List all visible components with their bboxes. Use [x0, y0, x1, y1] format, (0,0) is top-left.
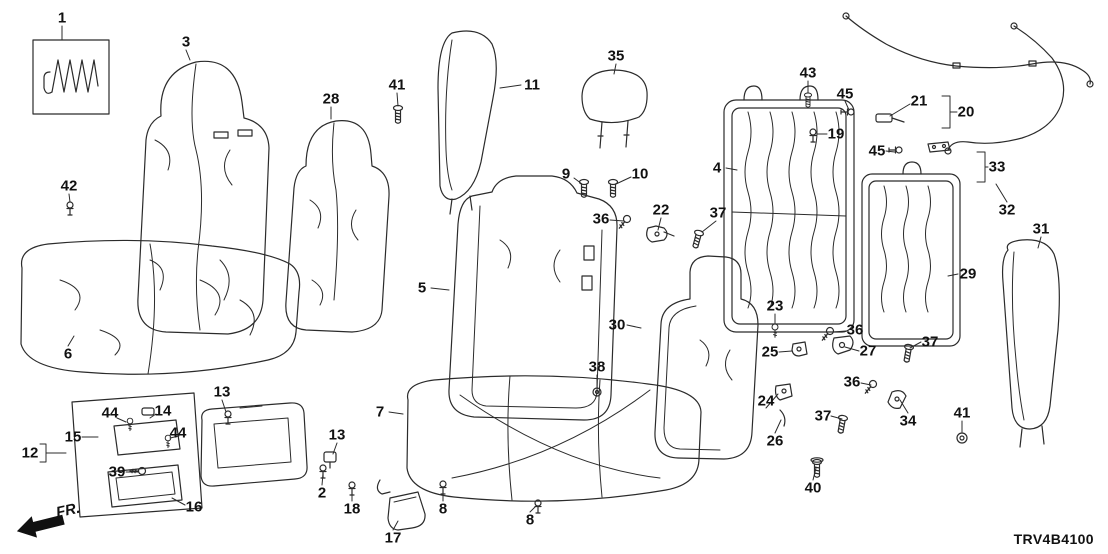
frame-left-art: [723, 85, 855, 333]
diagram-code: TRV4B4100: [1013, 531, 1094, 547]
cushion-art: [20, 239, 301, 375]
side-pad-right-art: [1001, 239, 1060, 448]
cables-art: [842, 12, 1094, 155]
cushion-pad-art: [406, 375, 702, 502]
cover-art: [200, 402, 308, 487]
side-pad-left-art: [437, 30, 497, 215]
seatback-pad-left-art: [448, 175, 618, 421]
headrest-art: [581, 69, 648, 149]
leader-lines: [39, 25, 1042, 531]
fr-arrow: [16, 514, 65, 538]
seatback-center-art: [285, 120, 390, 333]
seatback-left-art: [137, 60, 270, 335]
pouch-art: [376, 479, 426, 531]
armrest-box-art: [71, 392, 203, 518]
seatback-pad-right-art: [654, 255, 759, 460]
fasteners-art: [66, 92, 968, 514]
wire-kit-art: [32, 39, 110, 115]
frame-right-art: [861, 161, 961, 347]
